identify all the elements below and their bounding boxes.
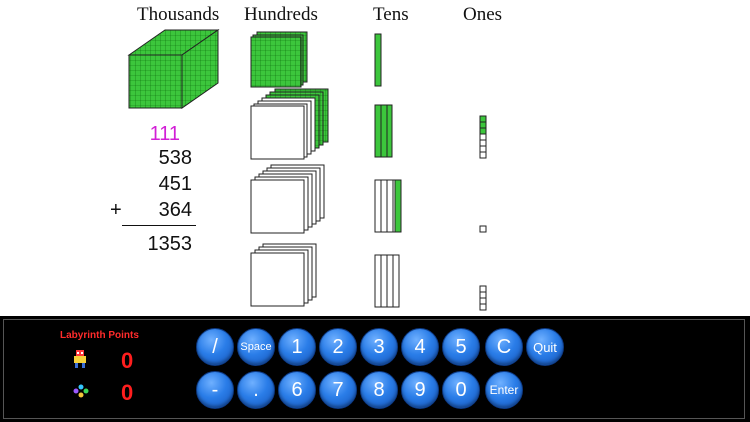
enter-key[interactable]: Enter xyxy=(485,371,523,409)
quit-key[interactable]: Quit xyxy=(526,328,564,366)
tens-rod-row3 xyxy=(374,179,402,233)
key-3[interactable]: 3 xyxy=(360,328,398,366)
ones-units-row3 xyxy=(479,225,487,233)
key-1[interactable]: 1 xyxy=(278,328,316,366)
addend-3: 364 xyxy=(158,199,192,221)
key-6[interactable]: 6 xyxy=(278,371,316,409)
hundreds-header: Hundreds xyxy=(244,4,318,25)
robot-icon xyxy=(74,350,86,368)
plus-sign: + xyxy=(110,199,122,221)
key-8[interactable]: 8 xyxy=(360,371,398,409)
slash-key[interactable]: / xyxy=(196,328,234,366)
addend-2: 451 xyxy=(158,173,192,195)
panel-border xyxy=(3,319,745,419)
hundred-stack-4 xyxy=(250,243,317,307)
thousand-cube xyxy=(127,29,220,109)
labyrinth-points-title: Labyrinth Points xyxy=(60,330,139,341)
key-0[interactable]: 0 xyxy=(442,371,480,409)
gem-cluster-icon xyxy=(73,384,89,398)
decimal-key[interactable]: . xyxy=(237,371,275,409)
ones-units-row4 xyxy=(479,285,487,311)
key-2[interactable]: 2 xyxy=(319,328,357,366)
sum-line xyxy=(122,225,196,226)
key-7[interactable]: 7 xyxy=(319,371,357,409)
tens-rod-row2 xyxy=(374,104,393,158)
base-ten-blocks xyxy=(127,29,487,311)
key-9[interactable]: 9 xyxy=(401,371,439,409)
tens-rod-row1 xyxy=(374,33,382,87)
score-2: 0 xyxy=(121,380,134,405)
thousands-header: Thousands xyxy=(137,4,220,25)
score-1: 0 xyxy=(121,348,134,373)
hundred-flat-green xyxy=(250,31,308,88)
sum-answer: 1353 xyxy=(147,233,193,255)
ones-units-row2 xyxy=(479,115,487,159)
key-4[interactable]: 4 xyxy=(401,328,439,366)
carry-digits: 111 xyxy=(149,123,180,145)
clear-key[interactable]: C xyxy=(485,328,523,366)
hundred-stack-2 xyxy=(250,88,329,160)
addend-1: 538 xyxy=(158,147,192,169)
tens-rod-row4 xyxy=(374,254,400,308)
space-key[interactable]: Space xyxy=(237,328,275,366)
ones-header: Ones xyxy=(463,4,503,25)
tens-header: Tens xyxy=(373,4,409,25)
minus-key[interactable]: - xyxy=(196,371,234,409)
key-5[interactable]: 5 xyxy=(442,328,480,366)
hundred-stack-3 xyxy=(250,164,325,234)
